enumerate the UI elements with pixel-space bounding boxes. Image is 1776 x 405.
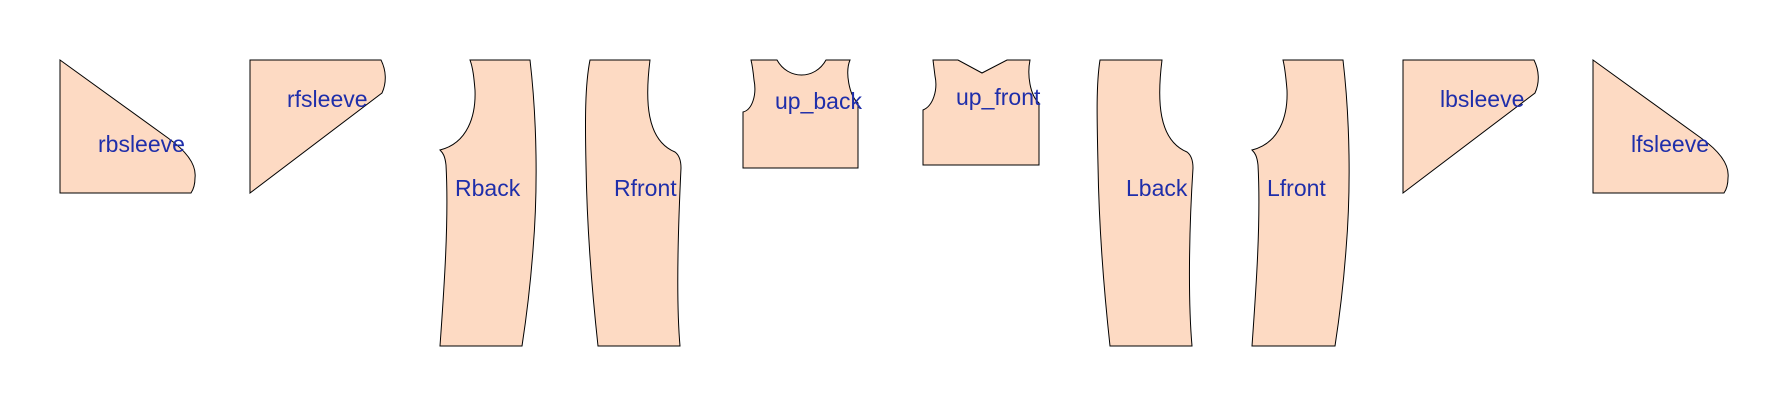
piece-lbsleeve-shape	[1402, 59, 1539, 195]
piece-lback[interactable]: Lback	[1096, 59, 1194, 347]
piece-up-front[interactable]: up_front	[922, 59, 1041, 166]
piece-rbsleeve-shape	[59, 59, 196, 194]
piece-lfsleeve[interactable]: lfsleeve	[1592, 59, 1729, 194]
piece-rback-shape	[439, 59, 537, 347]
piece-lfront-label: Lfront	[1267, 175, 1326, 201]
piece-rback-label: Rback	[455, 175, 521, 201]
piece-rfsleeve[interactable]: rfsleeve	[249, 59, 386, 195]
piece-lbsleeve-label: lbsleeve	[1440, 86, 1524, 112]
piece-lback-label: Lback	[1126, 175, 1188, 201]
piece-rfront-label: Rfront	[614, 175, 677, 201]
piece-up-back[interactable]: up_back	[742, 59, 862, 169]
piece-lfsleeve-label: lfsleeve	[1631, 131, 1709, 157]
piece-up-back-label: up_back	[775, 88, 862, 114]
piece-lback-shape	[1096, 59, 1194, 347]
piece-rbsleeve-label: rbsleeve	[98, 131, 185, 157]
piece-rback[interactable]: Rback	[439, 59, 537, 347]
piece-up-front-shape	[922, 59, 1040, 166]
piece-lbsleeve[interactable]: lbsleeve	[1402, 59, 1539, 195]
piece-lfront[interactable]: Lfront	[1251, 59, 1350, 347]
piece-lfront-shape	[1251, 59, 1350, 347]
piece-rbsleeve[interactable]: rbsleeve	[59, 59, 196, 194]
piece-rfsleeve-shape	[249, 59, 386, 195]
piece-rfront[interactable]: Rfront	[584, 59, 682, 347]
piece-rfront-shape	[584, 59, 682, 347]
piece-rfsleeve-label: rfsleeve	[287, 86, 368, 112]
piece-up-back-shape	[742, 59, 859, 169]
piece-lfsleeve-shape	[1592, 59, 1729, 194]
piece-up-front-label: up_front	[956, 84, 1041, 110]
